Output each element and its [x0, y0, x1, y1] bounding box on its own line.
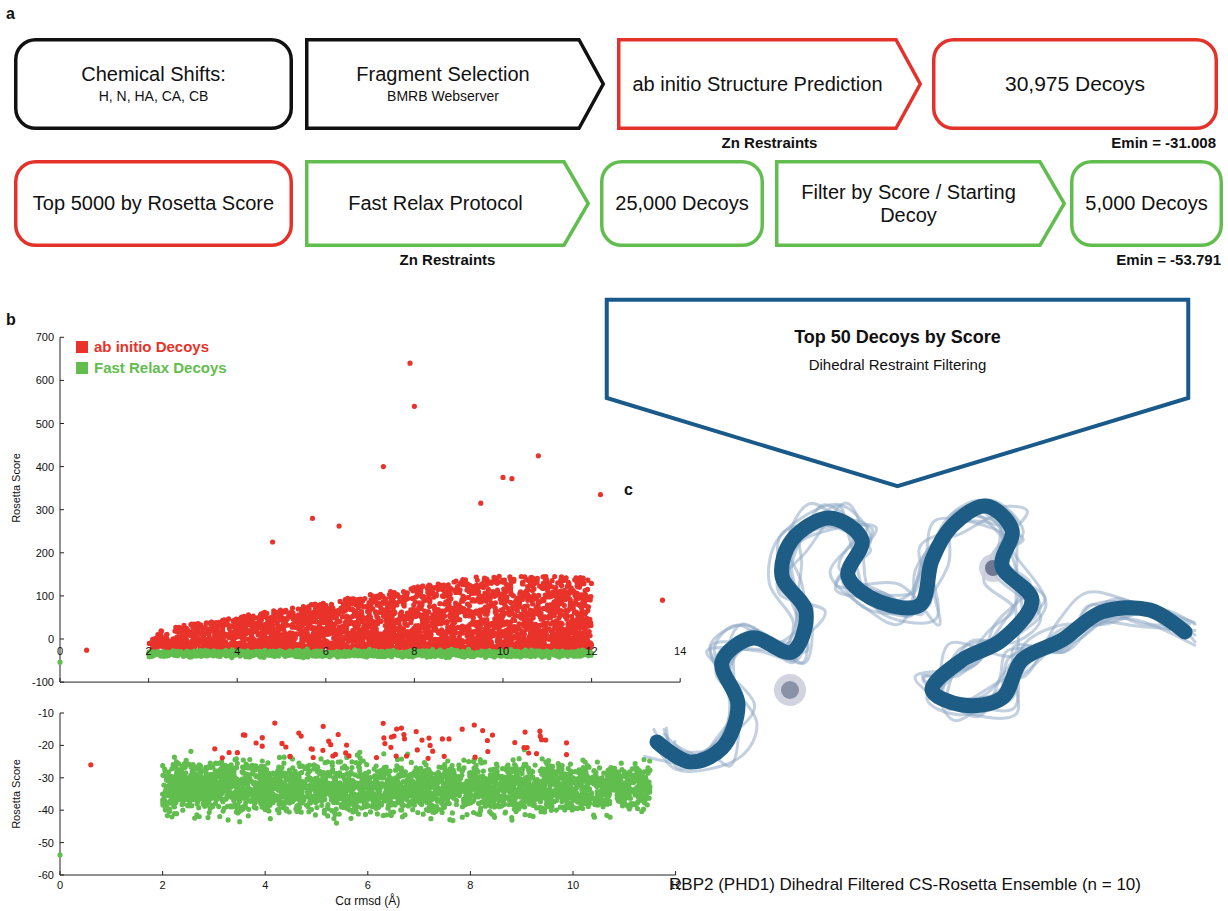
scatter-plots	[57, 337, 680, 875]
zinc-ion	[781, 681, 799, 699]
step-title: Top 5000 by Rosetta Score	[33, 192, 274, 215]
tick-label: 200	[36, 547, 54, 558]
step-title: ab initio Structure Prediction	[632, 73, 882, 96]
process-arrow: ab initio Structure PredictionZn Restrai…	[617, 38, 922, 130]
tick-label: 2	[160, 880, 166, 891]
legend-swatch	[76, 362, 88, 374]
ensemble-tube	[664, 500, 1195, 763]
legend-text: Fast Relax Decoys	[94, 359, 227, 376]
ensemble-tube	[645, 503, 1195, 765]
process-arrow: Fragment SelectionBMRB Webserver	[305, 38, 605, 130]
tick-label: -40	[38, 805, 54, 816]
tick-label: 500	[36, 418, 54, 429]
tick-label: 6	[365, 880, 371, 891]
fast-relax-points	[57, 647, 594, 665]
tick-label: 8	[411, 646, 417, 657]
tick-label: -10	[38, 708, 54, 719]
tick-label: 0	[57, 880, 63, 891]
tick-label: 0	[48, 634, 54, 645]
tick-label: 4	[234, 646, 240, 657]
ensemble-tubes	[645, 500, 1195, 771]
step-box: 30,975 DecoysEmin = -31.008	[932, 38, 1218, 130]
step-title: 5,000 Decoys	[1085, 192, 1207, 215]
protein-ensemble	[645, 500, 1195, 771]
legend-text: ab initio Decoys	[94, 338, 209, 355]
tick-label: 300	[36, 504, 54, 515]
tick-label: -50	[38, 837, 54, 848]
tick-label: 10	[497, 646, 509, 657]
step-title: Fast Relax Protocol	[348, 192, 523, 215]
step-title: Fragment Selection	[356, 63, 529, 86]
main-tube	[657, 506, 1185, 762]
tick-label: 8	[467, 880, 473, 891]
tick-label: 12	[585, 646, 597, 657]
panel-letter: b	[6, 312, 16, 328]
rounded-box	[1072, 162, 1222, 246]
chevron-box	[777, 162, 1065, 246]
axis-title: Cα rmsd (Å)	[335, 895, 400, 907]
rounded-box	[602, 162, 763, 246]
tick-label: 14	[674, 646, 686, 657]
step-box: Top 5000 by Rosetta Score	[14, 160, 293, 247]
shape-outline	[605, 298, 1190, 488]
tick-label: 4	[262, 880, 268, 891]
tick-label: -30	[38, 772, 54, 783]
panel-letter: a	[6, 6, 15, 22]
ensemble-tube	[652, 503, 1194, 771]
tick-label: -100	[32, 677, 54, 688]
legend-swatch	[76, 341, 88, 353]
zinc-ion	[774, 674, 806, 706]
tick-label: 600	[36, 375, 54, 386]
legend-entry: Fast Relax Decoys	[76, 359, 227, 376]
rounded-box	[16, 162, 292, 246]
rounded-box	[934, 40, 1217, 129]
ab-initio-points	[88, 720, 569, 767]
tick-label: -60	[38, 870, 54, 881]
annotation: Emin = -31.008	[1111, 134, 1216, 151]
step-title: Top 50 Decoys by Score	[794, 327, 1001, 348]
tick-label: 100	[36, 590, 54, 601]
chevron-box	[307, 40, 604, 129]
step-title: Filter by Score / Starting Decoy	[787, 181, 1030, 227]
step-subtitle: Dihedral Restraint Filtering	[809, 356, 987, 373]
step-subtitle: BMRB Webserver	[387, 88, 499, 104]
tick-label: 700	[36, 332, 54, 343]
tick-label: 6	[323, 646, 329, 657]
axis-title: Rosetta Score	[11, 453, 22, 523]
tick-label: 0	[57, 646, 63, 657]
chevron-box	[619, 40, 921, 129]
step-box: 5,000 DecoysEmin = -53.791	[1070, 160, 1223, 247]
tick-label: 400	[36, 461, 54, 472]
process-arrow: Filter by Score / Starting Decoy	[775, 160, 1066, 247]
caption: RBP2 (PHD1) Dihedral Filtered CS-Rosetta…	[669, 876, 1141, 893]
annotation: Zn Restraints	[400, 251, 496, 268]
process-arrow: Fast Relax ProtocolZn Restraints	[305, 160, 590, 247]
annotation: Zn Restraints	[722, 134, 818, 151]
ab-initio-points	[84, 361, 665, 653]
step-title: Chemical Shifts:	[81, 63, 226, 86]
step-title: 25,000 Decoys	[615, 192, 748, 215]
annotation: Emin = -53.791	[1116, 251, 1221, 268]
tick-label: -20	[38, 740, 54, 751]
step-title: 30,975 Decoys	[1005, 72, 1145, 96]
rounded-box	[16, 40, 292, 129]
step-box: 25,000 Decoys	[600, 160, 764, 247]
data-points	[57, 361, 665, 858]
axis-title: Rosetta Score	[11, 759, 22, 829]
legend-entry: ab initio Decoys	[76, 338, 209, 355]
down-arrow: Top 50 Decoys by ScoreDihedral Restraint…	[605, 298, 1190, 488]
down-arrow-shape	[607, 300, 1189, 487]
fast-relax-points	[57, 747, 652, 857]
step-box: Chemical Shifts: H, N, HA, CA, CB	[14, 38, 293, 130]
tick-label: 2	[146, 646, 152, 657]
chevron-box	[307, 162, 589, 246]
step-subtitle: H, N, HA, CA, CB	[99, 88, 209, 104]
panel-letter: c	[624, 482, 633, 498]
tick-label: 10	[567, 880, 579, 891]
